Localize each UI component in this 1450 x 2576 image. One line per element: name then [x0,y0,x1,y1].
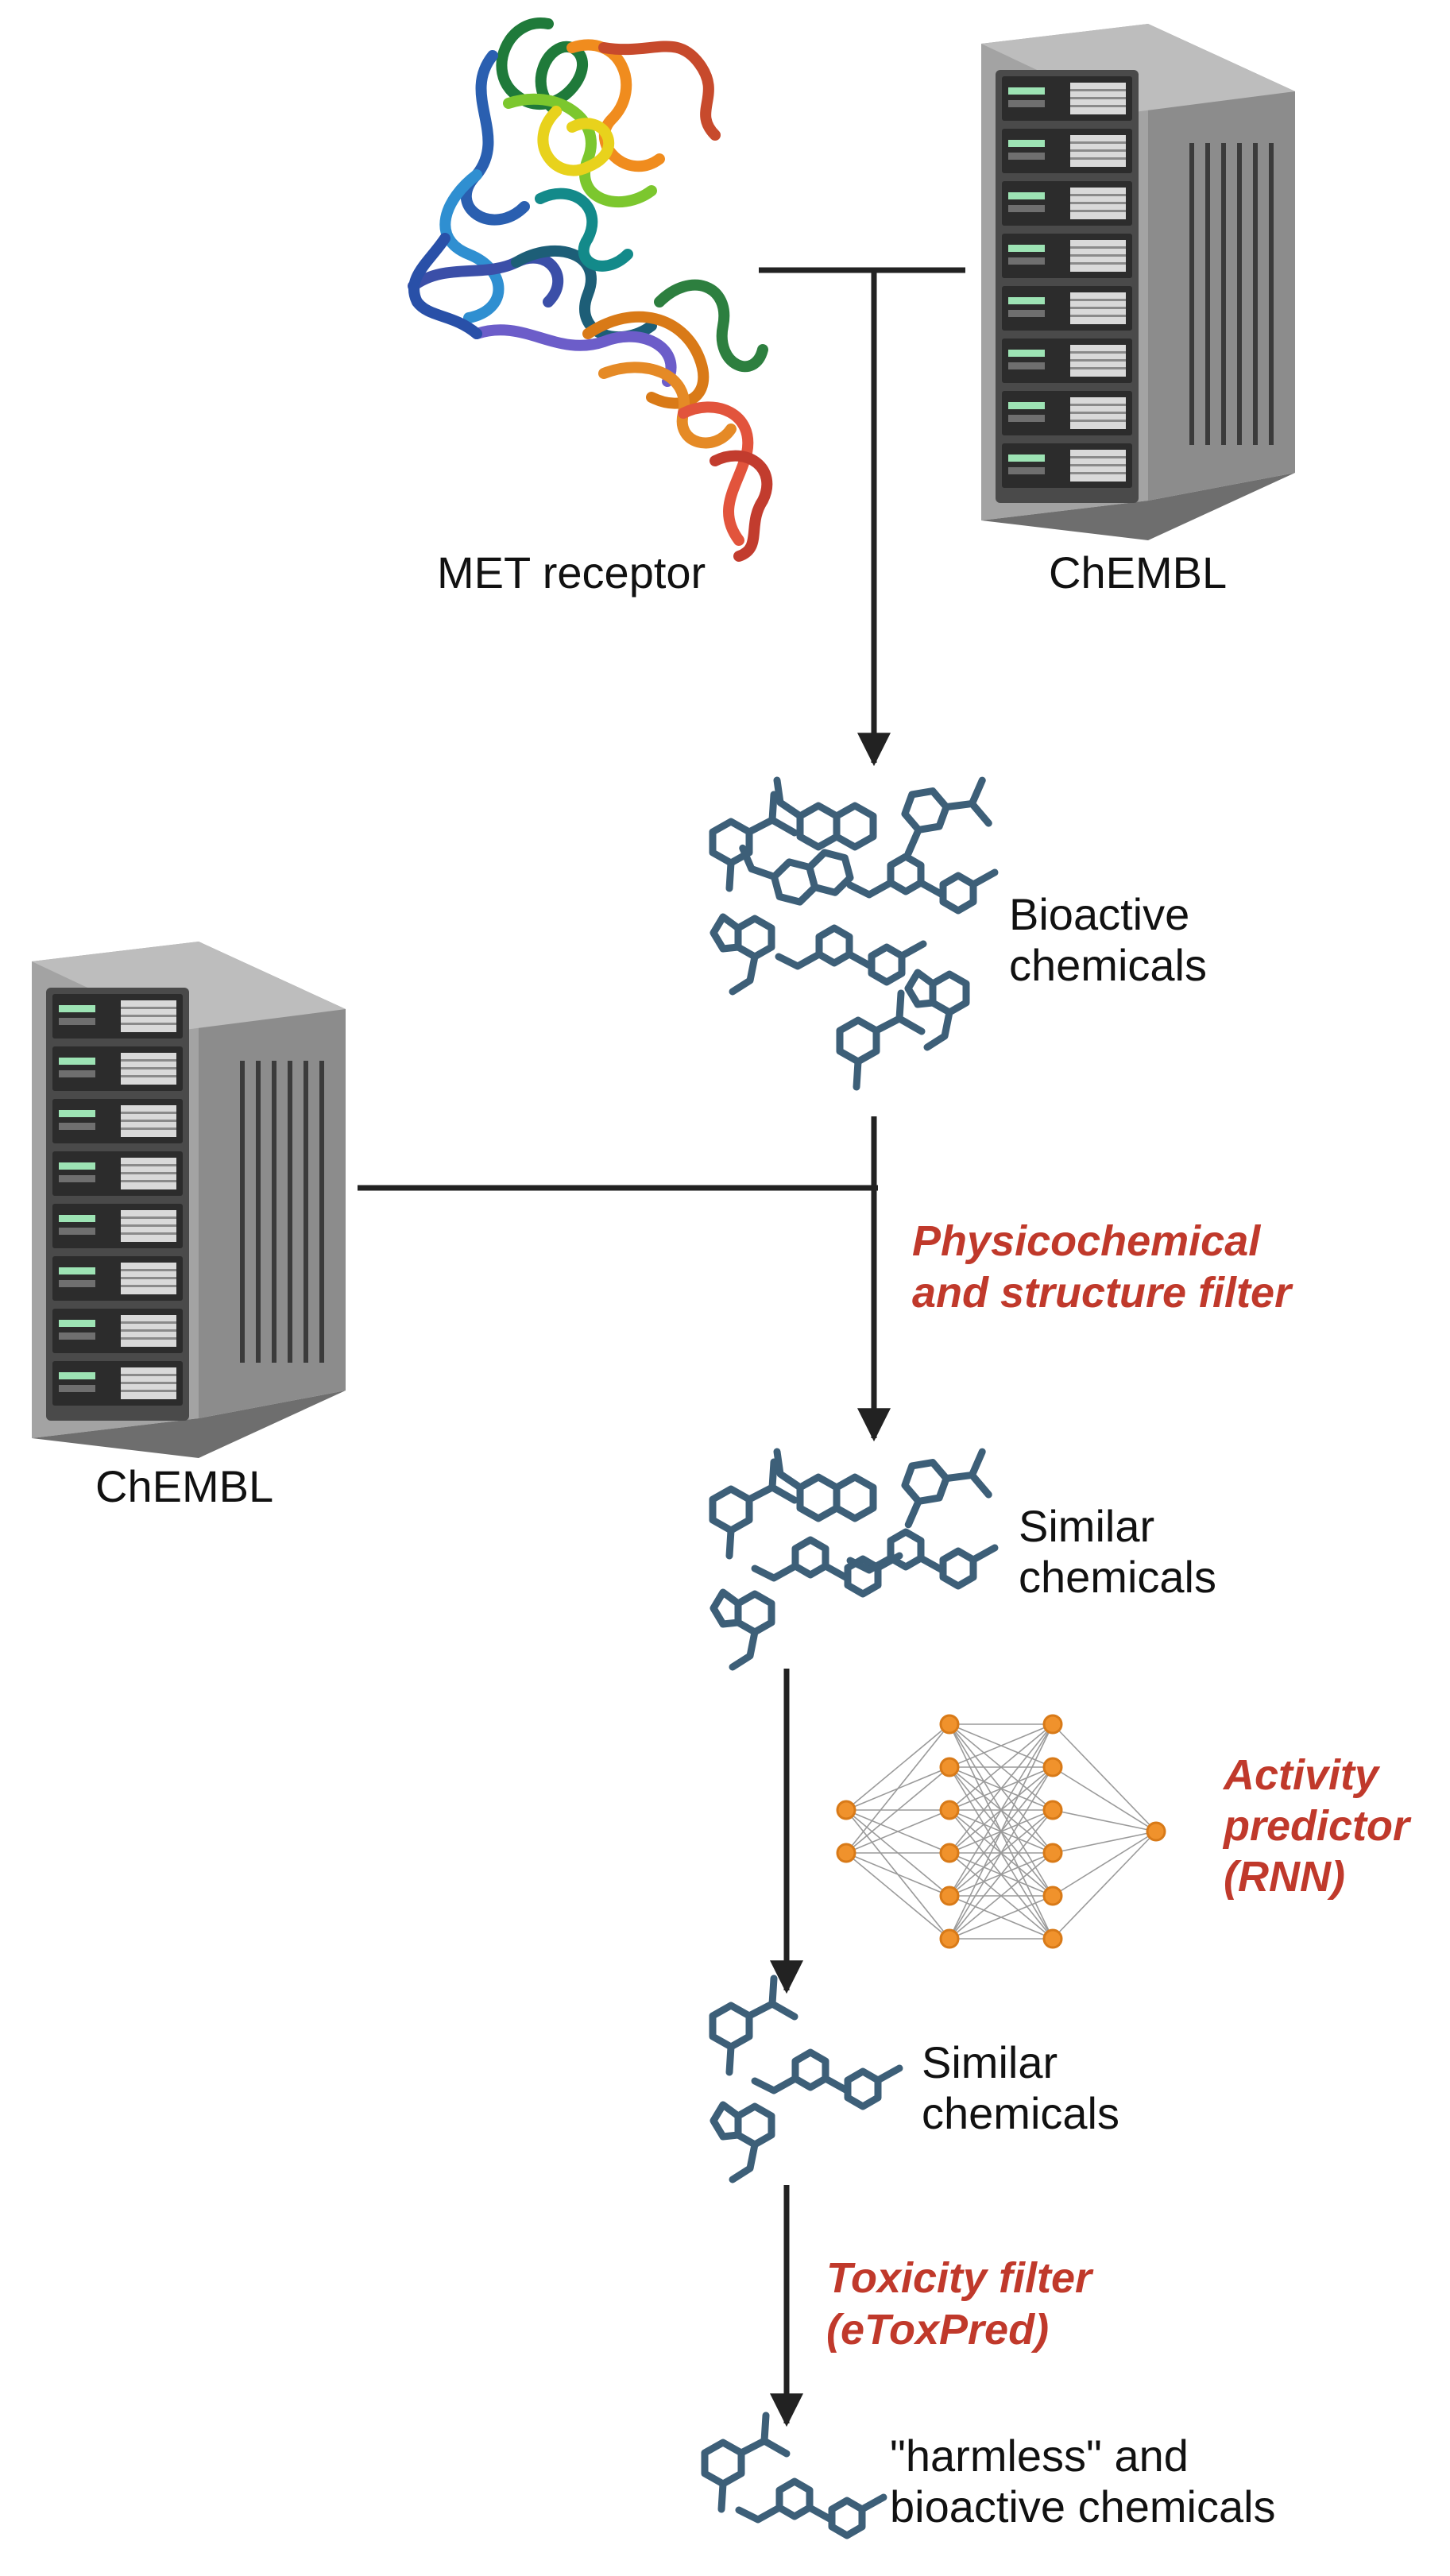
nn-edge [1052,1766,1157,1832]
similar2-label-line1: Similar [922,2037,1058,2087]
nn-edge [949,1723,1054,1811]
nn-node-layer-2 [939,1928,960,1949]
neural-network-icon [836,1714,1166,1949]
met-receptor-label: MET receptor [437,547,706,598]
nn-edge [949,1723,1054,1897]
filter1-label-line1: Physicochemical [912,1217,1261,1265]
nn-edge [1052,1723,1157,1832]
bioactive-label-line2: chemicals [1009,940,1207,990]
chembl-top-label: ChEMBL [1049,547,1227,598]
nn-edge [949,1723,1054,1768]
nn-edge [845,1723,950,1854]
nn-edge [949,1723,1054,1940]
protein-structure-icon [408,17,773,562]
nn-edge [1052,1831,1157,1854]
predictor-label-line3: (RNN) [1224,1853,1345,1901]
nn-edge [949,1852,1054,1940]
molecule-cluster-icon [705,2415,884,2535]
nn-node-layer-4 [1146,1821,1166,1842]
similar1-label-line1: Similar [1019,1501,1154,1551]
nn-node-layer-3 [1042,1757,1063,1777]
similar1-label-line2: chemicals [1019,1552,1216,1602]
nn-node-layer-3 [1042,1800,1063,1820]
nn-edge [949,1895,1054,1940]
chembl-left-label: ChEMBL [95,1461,273,1511]
nn-edge [1052,1831,1157,1940]
nn-node-layer-1 [836,1843,856,1863]
nn-node-layer-2 [939,1800,960,1820]
nn-edge [845,1852,950,1897]
toxicity-label-line2: (eToxPred) [826,2306,1049,2354]
nn-edge [949,1809,1054,1940]
nn-node-layer-2 [939,1714,960,1735]
nn-node-layer-3 [1042,1843,1063,1863]
similar2-label-line2: chemicals [922,2088,1119,2138]
nn-edge [1052,1809,1157,1832]
nn-node-layer-2 [939,1757,960,1777]
nn-edge [949,1766,1054,1940]
server-rack-icon [981,24,1295,540]
predictor-label-line2: predictor [1222,1802,1412,1850]
molecule-cluster-icon [713,1978,899,2180]
nn-node-layer-3 [1042,1714,1063,1735]
nn-node-layer-1 [836,1800,856,1820]
final-label-line1: "harmless" and [890,2431,1189,2481]
server-rack-icon [32,942,346,1458]
nn-edge [1052,1831,1157,1897]
filter1-label-line2: and structure filter [912,1269,1293,1317]
nn-edge [845,1852,950,1940]
nn-edge [845,1723,950,1811]
nn-edge [949,1723,1054,1854]
predictor-label-line1: Activity [1222,1751,1381,1799]
nn-node-layer-2 [939,1886,960,1906]
nn-edge [845,1766,950,1854]
bioactive-label-line1: Bioactive [1009,889,1189,939]
molecule-cluster-icon [713,760,1002,1087]
molecule-cluster-icon [713,1431,1002,1667]
nn-node-layer-3 [1042,1886,1063,1906]
nn-node-layer-2 [939,1843,960,1863]
final-label-line2: bioactive chemicals [890,2481,1276,2532]
nn-edge [845,1809,950,1854]
toxicity-label-line1: Toxicity filter [826,2254,1094,2302]
nn-node-layer-3 [1042,1928,1063,1949]
